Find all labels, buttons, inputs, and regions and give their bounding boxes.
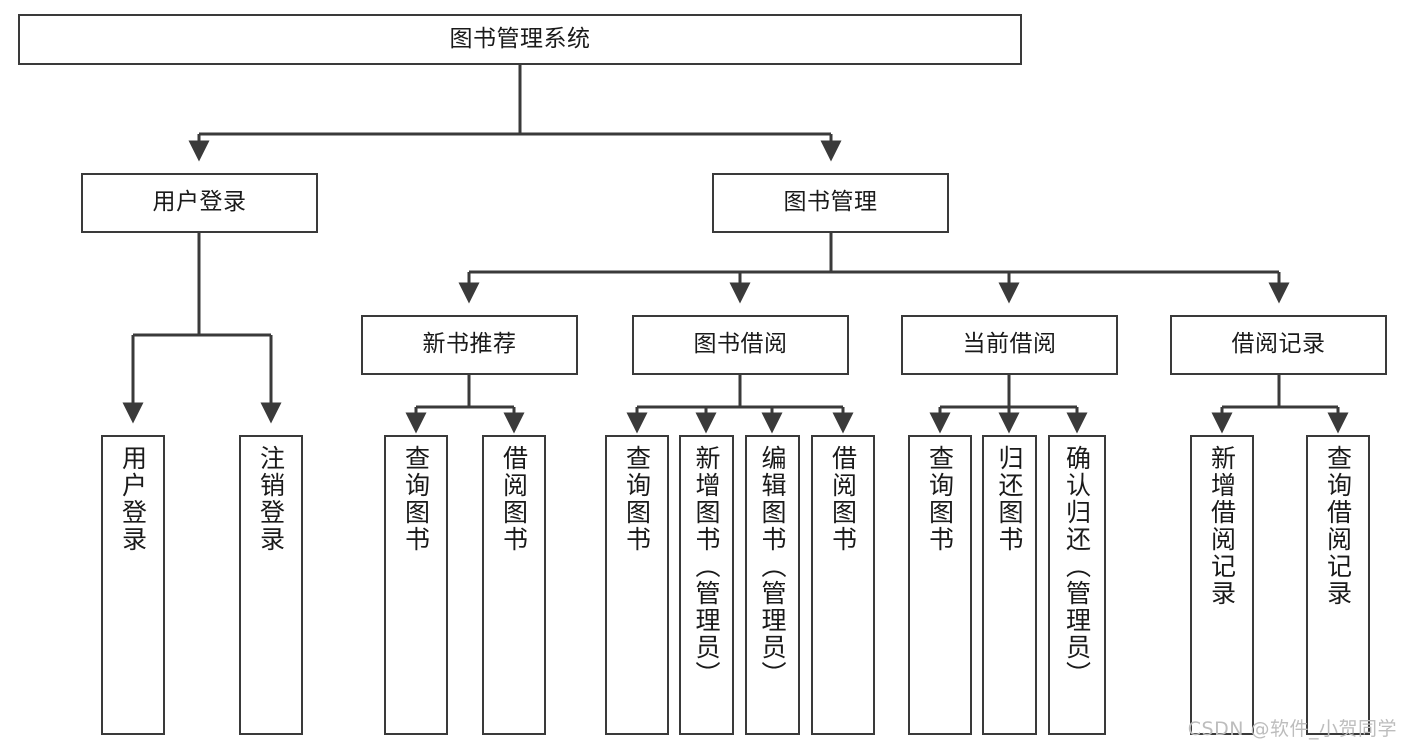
leaf-record-add-borrow-record[interactable]: 新增借阅记录	[1190, 435, 1254, 735]
leaf-current-return-book[interactable]: 归还图书	[982, 435, 1037, 735]
leaf-current-confirm-return-admin[interactable]: 确认归还（管理员）	[1048, 435, 1106, 735]
node-label: 借阅记录	[1231, 331, 1326, 358]
node-label: 新书推荐	[422, 331, 517, 358]
watermark: CSDN @软件_小贺同学	[1187, 718, 1397, 740]
node-label: 编辑图书（管理员）	[758, 445, 787, 688]
leaf-borrow-borrow-book[interactable]: 借阅图书	[811, 435, 875, 735]
node-label: 注销登录	[256, 445, 286, 553]
node-new-book-recommend[interactable]: 新书推荐	[361, 315, 578, 375]
node-label: 查询图书	[401, 445, 431, 553]
node-label: 归还图书	[995, 445, 1024, 553]
leaf-borrow-add-book-admin[interactable]: 新增图书（管理员）	[679, 435, 734, 735]
leaf-recommend-query-book[interactable]: 查询图书	[384, 435, 448, 735]
node-label: 图书借阅	[693, 331, 788, 358]
leaf-user-logout[interactable]: 注销登录	[239, 435, 303, 735]
node-book-borrow[interactable]: 图书借阅	[632, 315, 849, 375]
node-book-management[interactable]: 图书管理	[712, 173, 949, 233]
leaf-borrow-edit-book-admin[interactable]: 编辑图书（管理员）	[745, 435, 800, 735]
node-root-book-management-system[interactable]: 图书管理系统	[18, 14, 1022, 65]
node-label: 用户登录	[152, 189, 247, 216]
node-label: 借阅图书	[499, 445, 529, 553]
node-borrow-record[interactable]: 借阅记录	[1170, 315, 1387, 375]
node-current-borrow[interactable]: 当前借阅	[901, 315, 1118, 375]
node-label: 当前借阅	[962, 331, 1057, 358]
node-label: 图书管理	[783, 189, 878, 216]
leaf-user-login[interactable]: 用户登录	[101, 435, 165, 735]
node-label: 图书管理系统	[449, 25, 591, 52]
node-label: 借阅图书	[828, 445, 858, 553]
leaf-current-query-book[interactable]: 查询图书	[908, 435, 972, 735]
leaf-recommend-borrow-book[interactable]: 借阅图书	[482, 435, 546, 735]
node-label: 新增借阅记录	[1207, 445, 1237, 607]
node-user-login[interactable]: 用户登录	[81, 173, 318, 233]
node-label: 查询借阅记录	[1323, 445, 1353, 607]
leaf-borrow-query-book[interactable]: 查询图书	[605, 435, 669, 735]
node-label: 查询图书	[622, 445, 652, 553]
node-label: 确认归还（管理员）	[1062, 445, 1092, 688]
node-label: 查询图书	[925, 445, 955, 553]
node-label: 新增图书（管理员）	[692, 445, 721, 688]
leaf-record-query-borrow-record[interactable]: 查询借阅记录	[1306, 435, 1370, 735]
node-label: 用户登录	[118, 445, 148, 553]
